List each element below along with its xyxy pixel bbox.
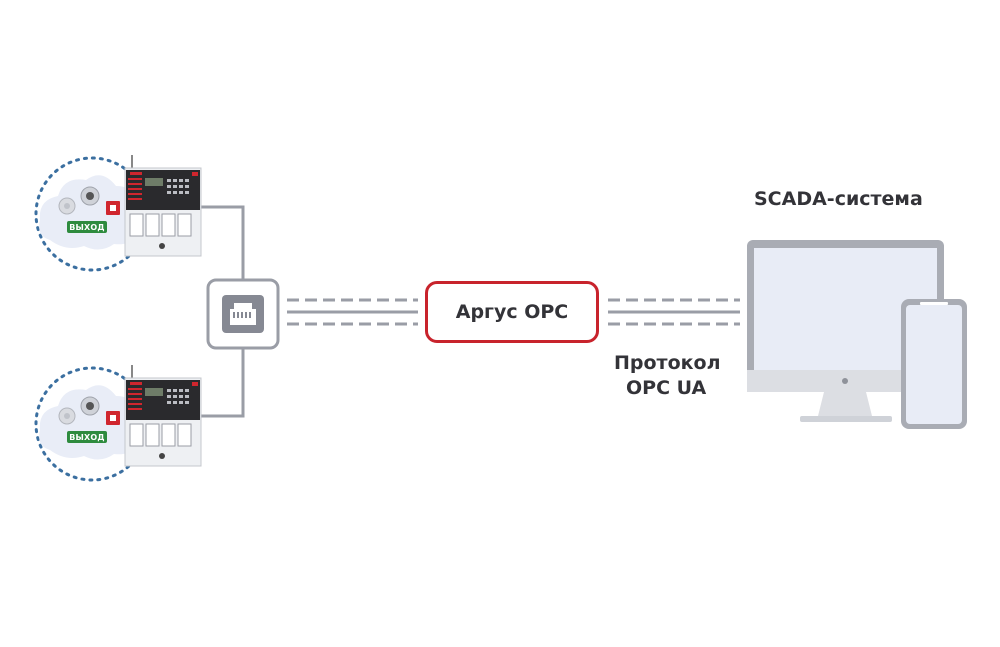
smoke-detector-icon	[58, 197, 76, 215]
fire-panel-icon	[124, 365, 202, 467]
link-switch-to-server	[287, 298, 418, 326]
smartphone-icon	[901, 299, 967, 429]
exit-sign-top: ВЫХОД	[67, 221, 107, 233]
ethernet-switch	[206, 278, 280, 350]
smoke-detector-icon	[58, 407, 76, 425]
siren-icon	[80, 396, 100, 416]
device-group-top	[34, 155, 202, 272]
siren-icon	[80, 186, 100, 206]
protocol-label-line1: Протокол	[614, 352, 721, 374]
link-server-to-scada	[608, 298, 740, 326]
call-point-icon	[106, 201, 120, 215]
scada-title: SCADA-система	[754, 188, 923, 210]
fire-panel-icon	[124, 155, 202, 257]
argus-opc-label: Аргус OPC	[455, 301, 569, 323]
exit-sign-bottom: ВЫХОД	[67, 431, 107, 443]
protocol-label-line2: OPC UA	[626, 377, 707, 399]
device-group-bottom	[34, 365, 202, 482]
ethernet-port-icon	[230, 303, 256, 325]
argus-opc-server: Аргус OPC	[425, 281, 599, 343]
panel-connections	[200, 205, 245, 418]
call-point-icon	[106, 411, 120, 425]
